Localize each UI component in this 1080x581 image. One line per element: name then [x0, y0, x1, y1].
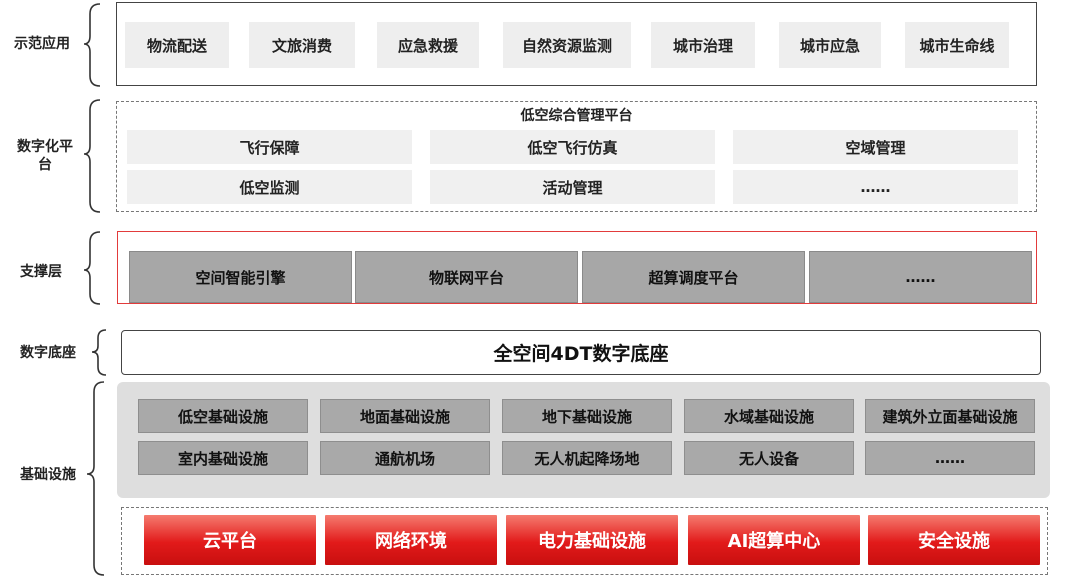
platform-item: 空域管理 — [733, 130, 1018, 164]
infrastructure-item: 无人机起降场地 — [502, 441, 672, 475]
infrastructure-item: 地面基础设施 — [320, 399, 490, 433]
support-item: 超算调度平台 — [582, 251, 805, 303]
infrastructure-red-item: 云平台 — [144, 515, 316, 565]
infrastructure-item: 低空基础设施 — [138, 399, 308, 433]
brace-icon — [83, 3, 107, 576]
infrastructure-item: 无人设备 — [684, 441, 854, 475]
label-platform: 数字化平台 — [6, 136, 84, 176]
support-item: …… — [809, 251, 1032, 303]
infrastructure-red-item: AI超算中心 — [688, 515, 860, 565]
infrastructure-red-item: 网络环境 — [325, 515, 497, 565]
digital-base-bar: 全空间4DT数字底座 — [121, 330, 1041, 375]
infrastructure-item: 地下基础设施 — [502, 399, 672, 433]
platform-item: …… — [733, 170, 1018, 204]
infrastructure-item: 室内基础设施 — [138, 441, 308, 475]
infrastructure-red-item: 电力基础设施 — [506, 515, 678, 565]
platform-item: 低空监测 — [127, 170, 412, 204]
platform-item: 低空飞行仿真 — [430, 130, 715, 164]
application-item: 文旅消费 — [249, 22, 355, 68]
label-infrastructure: 基础设施 — [20, 467, 76, 483]
label-support: 支撑层 — [20, 264, 62, 280]
infrastructure-item: 水域基础设施 — [684, 399, 854, 433]
application-item: 物流配送 — [125, 22, 229, 68]
infrastructure-item: 建筑外立面基础设施 — [865, 399, 1035, 433]
platform-item: 活动管理 — [430, 170, 715, 204]
platform-title: 低空综合管理平台 — [520, 108, 633, 124]
label-platform-text: 数字化平台 — [17, 139, 73, 173]
infrastructure-item: 通航机场 — [320, 441, 490, 475]
infrastructure-red-item: 安全设施 — [868, 515, 1040, 565]
support-item: 空间智能引擎 — [129, 251, 352, 303]
infrastructure-red-frame — [121, 507, 1048, 575]
application-item: 城市生命线 — [905, 22, 1009, 68]
infrastructure-item: …… — [865, 441, 1035, 475]
application-item: 自然资源监测 — [503, 22, 631, 68]
platform-item: 飞行保障 — [127, 130, 412, 164]
application-item: 应急救援 — [377, 22, 479, 68]
application-item: 城市治理 — [651, 22, 755, 68]
application-item: 城市应急 — [779, 22, 881, 68]
label-digital-base: 数字底座 — [20, 345, 76, 361]
support-item: 物联网平台 — [355, 251, 578, 303]
label-application: 示范应用 — [14, 36, 70, 52]
